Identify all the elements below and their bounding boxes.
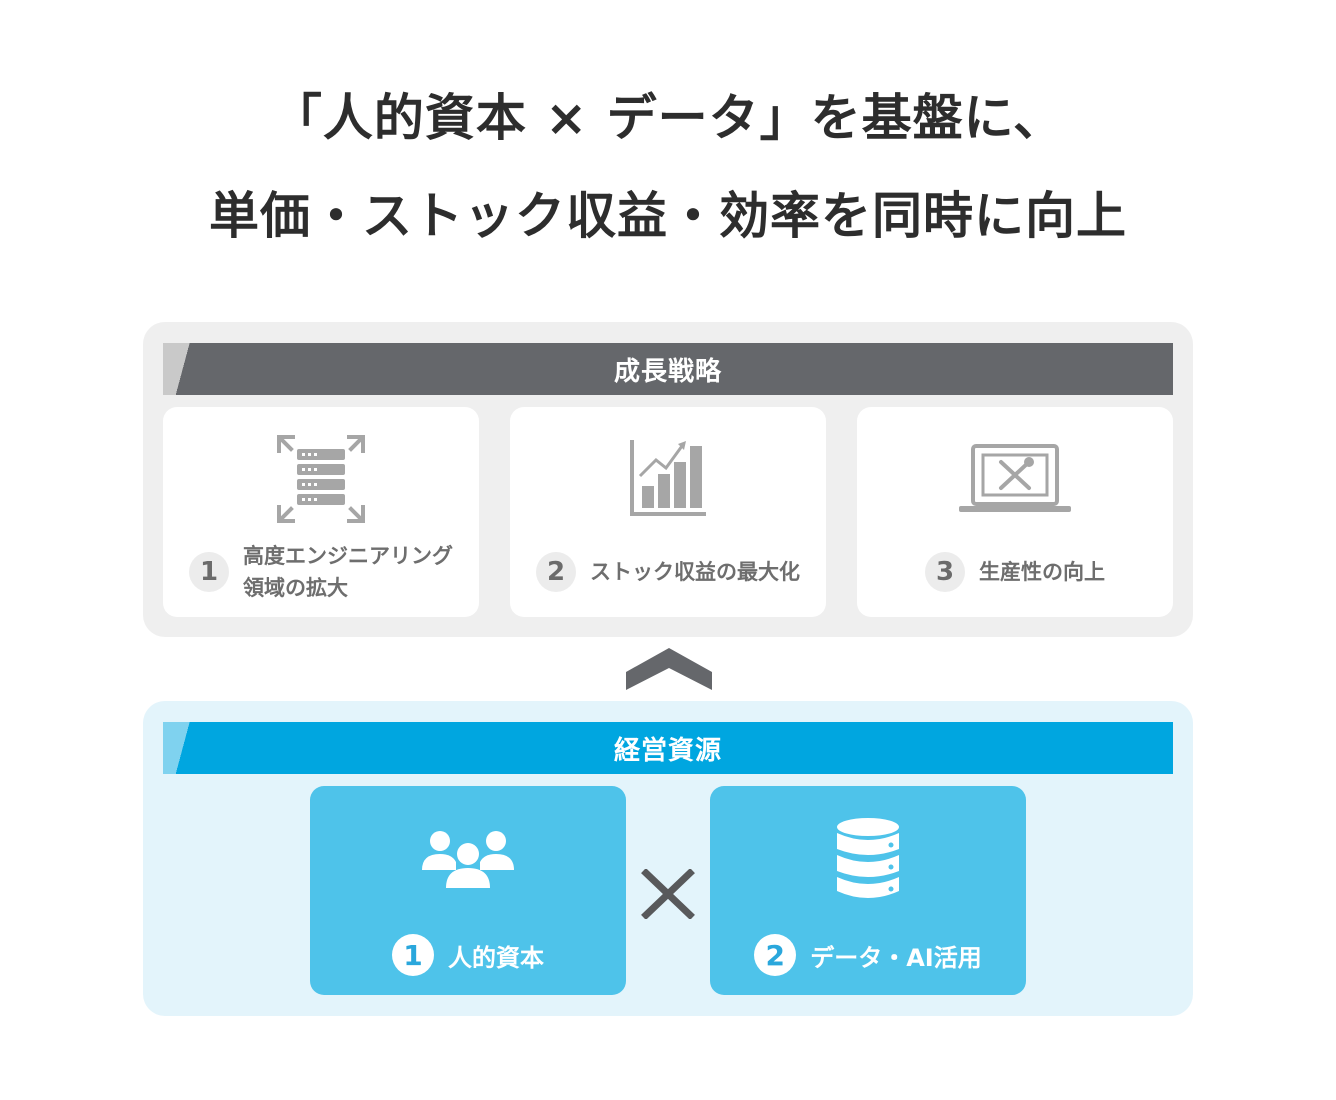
management-resources-title: 経営資源 bbox=[613, 735, 722, 766]
growth-strategy-title: 成長戦略 bbox=[613, 356, 722, 387]
database-icon bbox=[837, 817, 899, 898]
people-icon bbox=[422, 830, 514, 888]
strategy-label-row-1: 1 高度エンジニアリング 領域の拡大 bbox=[163, 542, 479, 602]
management-resources-header: 経営資源 bbox=[163, 722, 1173, 774]
strategy-card-1: 1 高度エンジニアリング 領域の拡大 bbox=[163, 407, 479, 617]
laptop-tools-icon bbox=[959, 444, 1071, 512]
growth-chart-icon bbox=[630, 440, 706, 516]
resource-number-2: 2 bbox=[754, 934, 797, 976]
growth-strategy-panel: 成長戦略 bbox=[143, 322, 1193, 637]
resource-label-row-2: 2 データ・AI活用 bbox=[710, 931, 1026, 979]
strategy-card-2: 2 ストック収益の最大化 bbox=[510, 407, 826, 617]
growth-strategy-header: 成長戦略 bbox=[163, 343, 1173, 395]
header-slant-decoration bbox=[163, 722, 195, 774]
strategy-card-3: 3 生産性の向上 bbox=[857, 407, 1173, 617]
header-slant-decoration bbox=[163, 343, 195, 395]
server-expand-icon bbox=[277, 435, 365, 523]
strategy-label-2: ストック収益の最大化 bbox=[590, 560, 800, 584]
strategy-label-1: 高度エンジニアリング 領域の拡大 bbox=[243, 540, 453, 604]
strategy-label-1-line-2: 領域の拡大 bbox=[243, 576, 348, 600]
strategy-label-row-3: 3 生産性の向上 bbox=[857, 542, 1173, 602]
resource-label-2: データ・AI活用 bbox=[810, 943, 982, 972]
resource-label-1: 人的資本 bbox=[448, 943, 544, 972]
strategy-number-2: 2 bbox=[536, 552, 576, 592]
strategy-number-1: 1 bbox=[189, 552, 229, 592]
resource-card-2: 2 データ・AI活用 bbox=[710, 786, 1026, 995]
headline-line-1: 「人的資本 × データ」を基盤に、 bbox=[271, 89, 1065, 147]
strategy-number-3: 3 bbox=[925, 552, 965, 592]
strategy-label-3: 生産性の向上 bbox=[979, 560, 1105, 584]
chevron-up-icon bbox=[626, 648, 712, 690]
times-icon bbox=[641, 869, 695, 919]
management-resources-panel: 経営資源 1 人的資本 bbox=[143, 701, 1193, 1016]
resource-card-1: 1 人的資本 bbox=[310, 786, 626, 995]
strategy-label-1-line-1: 高度エンジニアリング bbox=[243, 544, 453, 568]
resource-label-row-1: 1 人的資本 bbox=[310, 931, 626, 979]
resource-number-1: 1 bbox=[392, 934, 434, 976]
strategy-label-row-2: 2 ストック収益の最大化 bbox=[510, 542, 826, 602]
headline-line-2: 単価・ストック収益・効率を同時に向上 bbox=[209, 187, 1127, 245]
